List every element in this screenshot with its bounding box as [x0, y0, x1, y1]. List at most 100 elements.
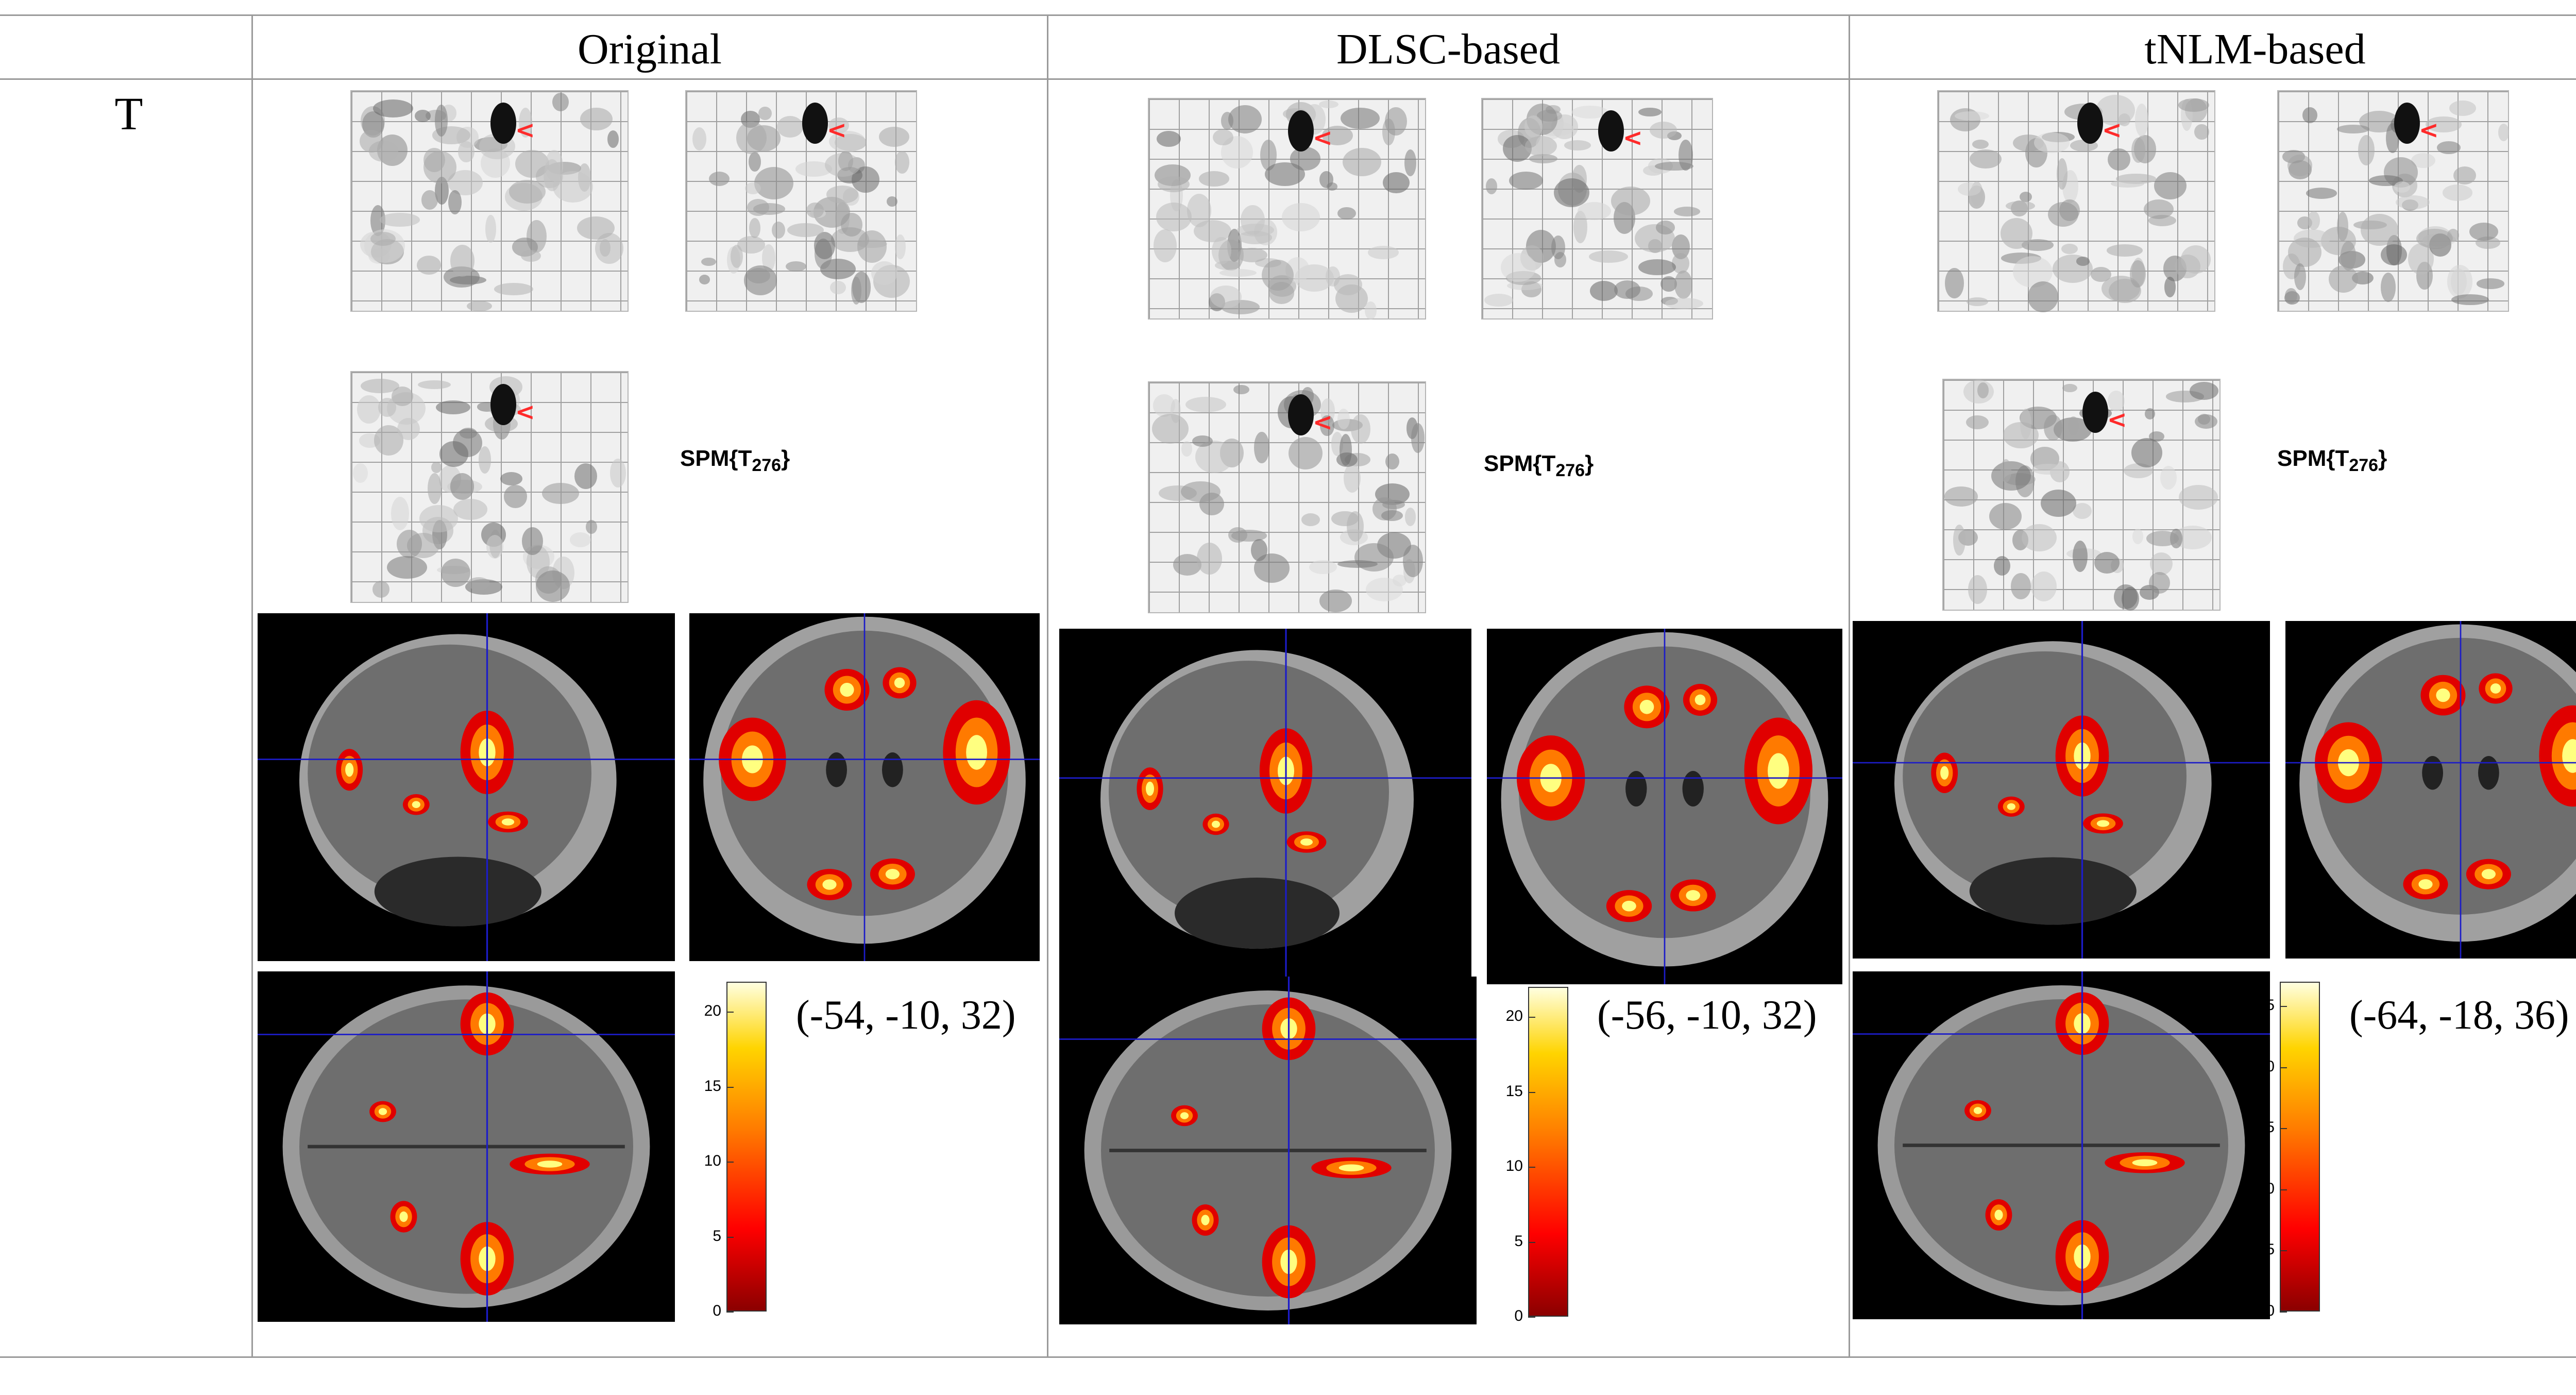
- activation-patch: [730, 245, 743, 268]
- activation-patch: [500, 472, 523, 485]
- activation-patch: [814, 232, 836, 259]
- activation-patch: [1654, 161, 1693, 171]
- activation-patch: [857, 230, 887, 263]
- activation-patch: [2061, 243, 2078, 254]
- activation-patch: [494, 283, 534, 295]
- activation-patch: [515, 149, 550, 178]
- activation-patch: [2154, 172, 2187, 200]
- activation-patch: [2416, 228, 2453, 249]
- activation-patch: [431, 462, 442, 473]
- original-sagittal-slice: [258, 613, 675, 961]
- dlsc-based-axial-slice: [1059, 977, 1477, 1324]
- brain-tissue: [2317, 637, 2576, 915]
- activation-patch: [749, 218, 760, 239]
- tnlm-based-glass-brain-axial: <: [1942, 379, 2221, 611]
- dlsc-based-spm-label: SPM{T276}: [1484, 451, 1594, 481]
- activation-patch: [436, 400, 471, 415]
- activation-patch: [379, 213, 420, 227]
- activation-patch: [378, 397, 397, 417]
- activation-peak: [1639, 700, 1654, 714]
- activation-patch: [1484, 293, 1514, 307]
- activation-peak: [1694, 694, 1706, 705]
- activation-patch: [2287, 154, 2313, 177]
- activation-patch: [841, 213, 863, 237]
- activation-patch: [1554, 178, 1590, 207]
- activation-patch: [1674, 270, 1693, 299]
- tnlm-based-colorbar-tick-label: 15: [2257, 1119, 2275, 1136]
- activation-peak: [885, 869, 900, 880]
- spm-text: SPM{T: [2277, 446, 2349, 471]
- activation-patch: [1501, 253, 1536, 282]
- activation-patch: [2110, 179, 2145, 188]
- activation-patch: [2028, 281, 2059, 312]
- activation-peak: [2007, 803, 2015, 810]
- activation-patch: [1674, 207, 1700, 217]
- activation-patch: [2068, 416, 2079, 436]
- activation-patch: [552, 93, 569, 112]
- spm-text: SPM{T: [680, 446, 752, 471]
- activation-peak: [894, 677, 905, 688]
- activation-patch: [421, 190, 438, 210]
- activation-patch: [519, 108, 532, 138]
- activation-patch: [1156, 203, 1192, 231]
- activation-patch: [824, 153, 861, 177]
- activation-patch: [607, 130, 619, 148]
- activation-patch: [357, 395, 381, 424]
- activation-patch: [1154, 229, 1177, 262]
- activation-patch: [2469, 222, 2498, 241]
- activation-patch: [1233, 384, 1250, 395]
- activation-peak: [2562, 739, 2576, 773]
- activation-patch: [1187, 194, 1212, 227]
- activation-peak: [537, 1161, 563, 1168]
- activation-patch: [747, 198, 769, 216]
- activation-patch: [2150, 552, 2173, 576]
- activation-patch: [2131, 137, 2146, 163]
- activation-patch: [1343, 148, 1381, 176]
- dlsc-based-colorbar-tick-label: 20: [1505, 1007, 1523, 1025]
- activation-patch: [2336, 211, 2349, 241]
- original-glass-brain-axial: <: [350, 371, 629, 603]
- tnlm-based-colorbar-tick: [2280, 1006, 2287, 1007]
- activation-patch: [1578, 202, 1612, 221]
- activation-patch: [1365, 301, 1377, 320]
- activation-patch: [1564, 140, 1591, 151]
- original-colorbar-tick-label: 20: [704, 1002, 721, 1020]
- activation-patch: [2381, 244, 2408, 266]
- activation-patch: [467, 577, 490, 590]
- activation-patch: [1638, 259, 1676, 275]
- activation-patch: [427, 473, 442, 505]
- activation-patch: [1967, 297, 1989, 306]
- activation-patch: [2425, 116, 2462, 132]
- activation-patch: [2148, 572, 2170, 594]
- activation-patch: [458, 141, 474, 163]
- activation-patch: [2449, 100, 2477, 116]
- activation-patch: [2160, 465, 2177, 490]
- activation-patch: [467, 300, 492, 311]
- activation-patch: [2062, 383, 2077, 393]
- original-glass-brain-sagittal: <: [350, 90, 629, 312]
- activation-patch: [786, 261, 807, 272]
- activation-patch: [574, 463, 598, 489]
- activation-patch: [364, 229, 405, 263]
- activation-patch: [2447, 265, 2473, 298]
- activation-patch: [1290, 147, 1321, 171]
- header-tnlm-based: tNLM-based: [2144, 25, 2366, 73]
- ventricle: [826, 752, 847, 787]
- activation-patch: [777, 115, 804, 138]
- activation-patch: [372, 581, 390, 598]
- activation-patch: [830, 280, 846, 295]
- activation-patch: [701, 258, 716, 266]
- activation-patch: [895, 234, 906, 260]
- pointer-icon: <: [2419, 115, 2439, 144]
- activation-patch: [522, 527, 544, 555]
- activation-peak: [1201, 1215, 1210, 1225]
- activation-patch: [2132, 529, 2144, 544]
- activation-patch: [1589, 280, 1618, 301]
- activation-patch: [2011, 573, 2031, 599]
- activation-patch: [1385, 453, 1399, 470]
- activation-patch: [1993, 556, 2010, 576]
- activation-patch: [1509, 171, 1543, 190]
- activation-patch: [2145, 408, 2156, 419]
- activation-patch: [2022, 524, 2057, 552]
- activation-peak: [399, 1211, 408, 1222]
